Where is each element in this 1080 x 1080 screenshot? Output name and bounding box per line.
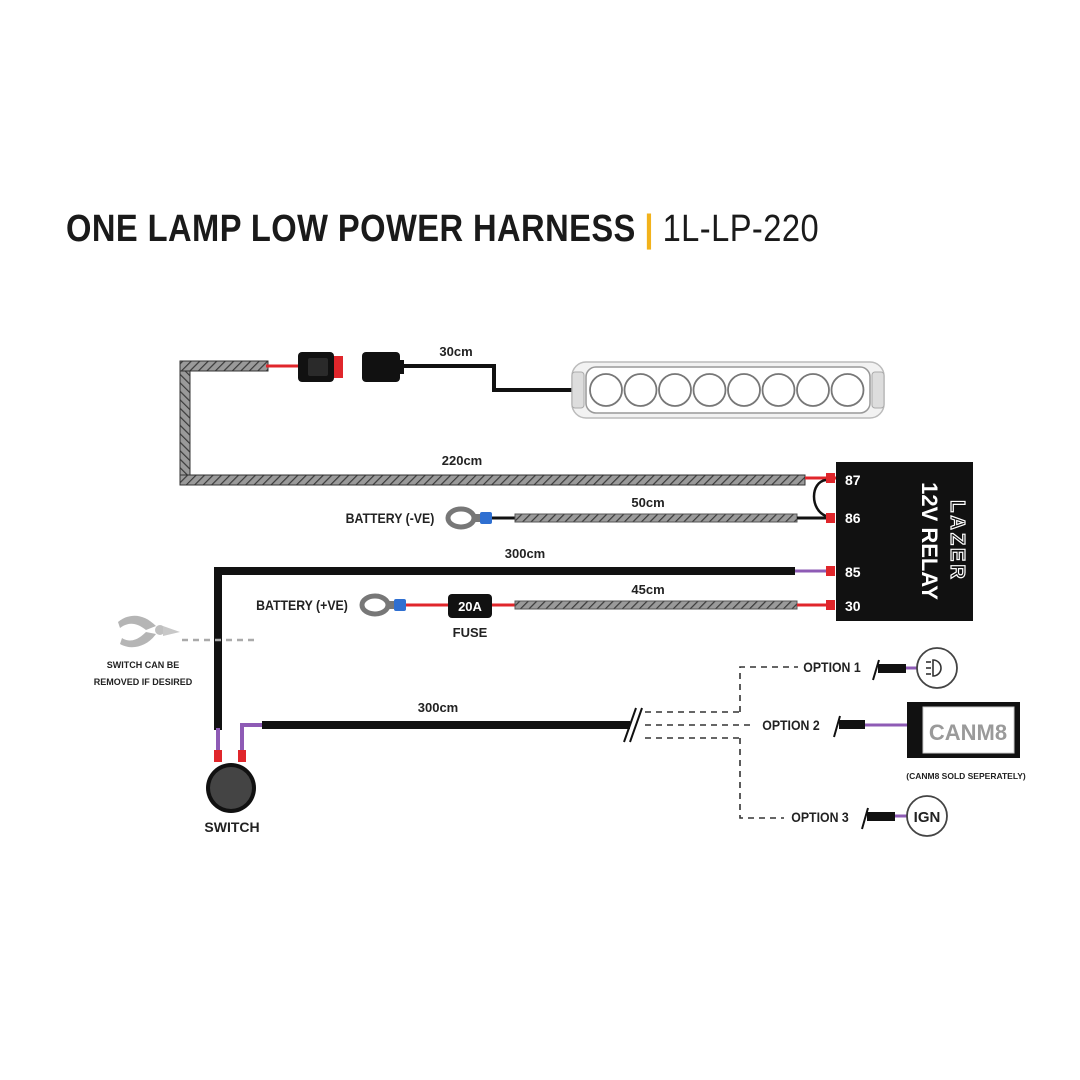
led-lens [589, 373, 623, 407]
relay-pin-87: 87 [845, 472, 861, 488]
length-label-50cm: 50cm [631, 495, 664, 510]
relay-label: 12V RELAY [917, 482, 942, 600]
canm8-label: CANM8 [929, 720, 1007, 745]
led-lens [623, 373, 658, 407]
switch-note-line2: REMOVED IF DESIRED [94, 677, 193, 687]
option-3-connector [861, 807, 907, 830]
length-label-45cm: 45cm [631, 582, 664, 597]
battery-positive-label: BATTERY (+VE) [256, 597, 348, 613]
fuse-holder: 20A [448, 594, 492, 618]
battery-negative-label: BATTERY (-VE) [346, 510, 435, 526]
led-lens [692, 373, 727, 407]
switch-note-line1: SWITCH CAN BE [107, 660, 180, 670]
switch-label: SWITCH [204, 819, 259, 835]
ignition-label: IGN [914, 809, 941, 826]
relay-pin-85: 85 [845, 564, 861, 580]
title-main: ONE LAMP LOW POWER HARNESS [66, 208, 636, 250]
led-lens [761, 373, 796, 407]
plug-connector-female [298, 352, 343, 382]
loom-220cm [179, 360, 838, 486]
relay-jumper-wire [812, 478, 827, 518]
battery-positive-lead [359, 593, 835, 617]
led-lens [727, 373, 761, 407]
plug-connector-male [362, 352, 404, 382]
switch-trigger-wire [238, 707, 643, 762]
option-2-label: OPTION 2 [762, 717, 819, 733]
option-routing-lines [645, 666, 798, 819]
led-light-bar [571, 361, 885, 419]
title-separator: | [644, 208, 654, 250]
wire-cutter-icon [118, 615, 255, 648]
length-label-220cm: 220cm [442, 453, 482, 468]
switch-button[interactable] [206, 763, 256, 813]
option-3-label: OPTION 3 [791, 809, 848, 825]
option-2-connector [833, 715, 909, 738]
led-lens [658, 373, 692, 407]
fuse-rating: 20A [458, 599, 482, 614]
led-lens [796, 373, 830, 407]
relay: 12V RELAY LAZER 87 86 85 30 [836, 462, 973, 621]
lamp-lead-wire [404, 364, 580, 392]
switch-feed-wire [214, 566, 835, 762]
page-title: ONE LAMP LOW POWER HARNESS|1L-LP-220 [66, 208, 819, 258]
headlight-icon [916, 647, 958, 689]
battery-negative-lead [445, 506, 835, 530]
relay-pin-30: 30 [845, 598, 861, 614]
canm8-module: CANM8 [907, 702, 1020, 758]
title-part-number: 1L-LP-220 [662, 208, 820, 250]
led-lens [830, 373, 865, 407]
ignition-icon: IGN [906, 795, 948, 837]
fuse-label: FUSE [453, 625, 488, 640]
canm8-note: (CANM8 SOLD SEPERATELY) [906, 771, 1026, 781]
length-label-300cm-trigger: 300cm [418, 700, 458, 715]
length-label-300cm-relay: 300cm [505, 546, 545, 561]
relay-brand-logo: LAZER [946, 500, 968, 582]
relay-pin-86: 86 [845, 510, 861, 526]
option-1-label: OPTION 1 [803, 659, 860, 675]
option-1-connector [872, 659, 918, 681]
length-label-30cm: 30cm [439, 344, 472, 359]
